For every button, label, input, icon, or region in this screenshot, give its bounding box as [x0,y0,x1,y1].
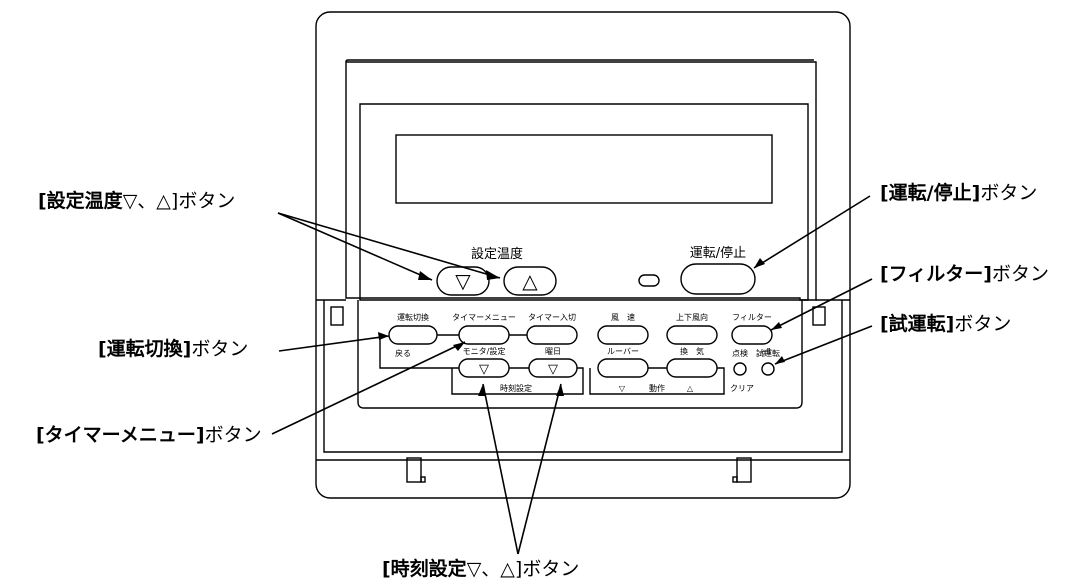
clear-label: クリア [730,384,754,393]
test-run-button[interactable] [761,362,775,376]
ventilation-label: 換 気 [680,346,704,356]
enter-icon: ⏎ [761,346,770,359]
operation-lamp [638,274,660,287]
ventilation-button[interactable] [666,358,718,378]
callout-timer-menu-rest: ボタン [204,424,262,446]
day-label: 曜日 [545,347,561,356]
operation-down-symbol: ▽ [619,384,626,393]
timer-menu-label: タイマーメニュー [452,313,516,322]
set-temp-up-button[interactable] [503,266,557,296]
callout-mode-bold: [運転切換] [98,338,192,360]
check-button[interactable] [733,362,747,376]
timer-menu-button[interactable] [458,325,510,345]
test-run-label: 試運転 [756,348,780,358]
fan-speed-button[interactable] [597,325,649,345]
clock-setting-label: 時刻設定 [500,383,532,393]
lcd-display [395,134,773,204]
operation-label: 動作 [649,383,665,393]
callout-test-run-rest: ボタン [954,313,1012,335]
mode-button[interactable] [388,325,438,345]
set-temp-up-symbol: △ [522,269,538,293]
controller-outer-body [315,11,851,499]
monitor-down-symbol: ▽ [479,362,489,377]
callout-timer-menu: [タイマーメニュー]ボタン [36,424,262,446]
callout-clock-setting-sym: ▽、△] [466,558,523,580]
louver-label: ルーバー [607,347,639,356]
vane-label: 上下風向 [676,312,708,322]
controller-face [359,103,809,301]
callout-test-run-bold: [試運転] [880,313,955,335]
callout-mode: [運転切換]ボタン [98,338,248,360]
day-down-symbol: ▽ [548,362,558,377]
callout-timer-menu-bold: [タイマーメニュー] [36,424,205,446]
callout-clock-setting-bold: [時刻設定 [382,558,467,580]
callout-run-stop-bold: [運転/停止] [880,182,981,204]
filter-button[interactable] [731,325,773,345]
callout-filter-rest: ボタン [992,263,1050,285]
callout-filter-bold: [フィルター] [880,263,992,285]
operation-up-symbol: △ [687,384,694,393]
fan-speed-label: 風 速 [611,313,635,322]
run-stop-label: 運転/停止 [690,245,746,261]
callout-run-stop-rest: ボタン [980,182,1038,204]
vane-button[interactable] [666,325,718,345]
set-temp-label: 設定温度 [471,246,523,262]
callout-clock-setting-rest: ボタン [522,558,580,580]
mode-label: 運転切換 [397,312,429,322]
timer-on-off-button[interactable] [526,325,578,345]
back-label: 戻る [395,348,411,358]
timer-on-off-label: タイマー入切 [528,313,576,322]
set-temp-down-symbol: ▽ [455,269,471,293]
callout-set-temp-rest: ボタン [178,190,236,212]
callout-set-temp: [設定温度▽、△]ボタン [38,190,235,212]
louver-button[interactable] [597,358,649,378]
callout-set-temp-sym: ▽、△] [122,190,179,212]
filter-label: フィルター [732,313,772,322]
check-label: 点検 [732,348,748,358]
callout-filter: [フィルター]ボタン [880,263,1049,285]
callout-test-run: [試運転]ボタン [880,313,1011,335]
callout-set-temp-bold: [設定温度 [38,190,123,212]
callout-clock-setting: [時刻設定▽、△]ボタン [382,558,579,580]
callout-mode-rest: ボタン [191,338,249,360]
run-stop-button[interactable] [680,263,756,295]
callout-run-stop: [運転/停止]ボタン [880,182,1037,204]
monitor-setting-label: モニタ/設定 [463,346,506,356]
